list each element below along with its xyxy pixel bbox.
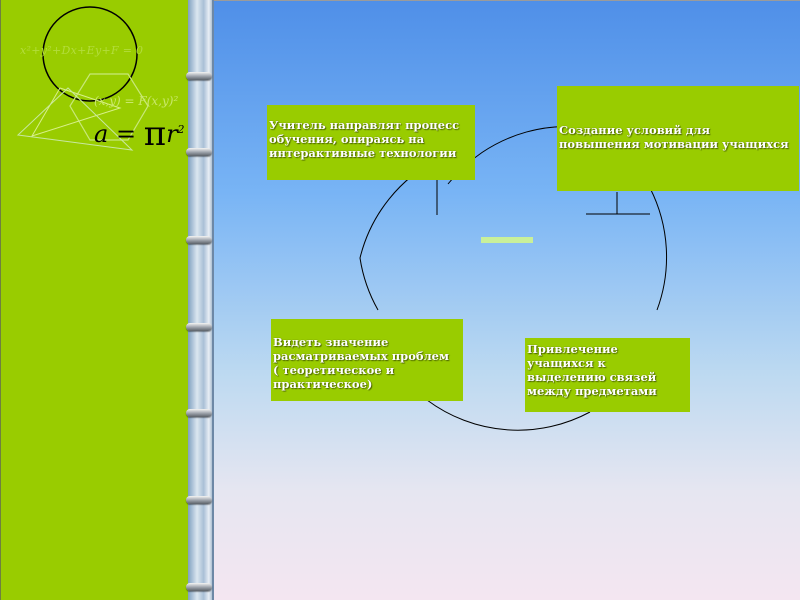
box-connections: Привлечение учащихся к выделению связей … bbox=[525, 338, 690, 412]
binder-ring bbox=[186, 72, 212, 80]
area-r: r bbox=[166, 120, 178, 148]
binder-ring bbox=[186, 323, 212, 331]
spine-edge bbox=[212, 0, 214, 600]
cycle-arc-right bbox=[649, 187, 668, 311]
decor-triangle-1 bbox=[30, 87, 122, 137]
formula-small: (x,y) = F(x,y)² bbox=[94, 94, 179, 108]
formula-top: x²+y²+Dx+Ey+F = 0 bbox=[20, 44, 144, 57]
pi-symbol: π bbox=[143, 114, 167, 154]
box-motivation-text: Создание условий для повышения мотивации… bbox=[559, 123, 789, 151]
center-dash bbox=[481, 237, 533, 243]
binder-ring bbox=[186, 148, 212, 156]
decor-hexagon bbox=[69, 73, 149, 141]
binder-ring bbox=[186, 236, 212, 244]
box-teacher-text: Учитель направлят процесс обучения, опир… bbox=[269, 118, 460, 160]
area-exponent: 2 bbox=[177, 123, 185, 136]
box-teacher: Учитель направлят процесс обучения, опир… bbox=[267, 105, 475, 180]
geometry-decoration bbox=[16, 6, 149, 151]
binder-ring bbox=[186, 409, 212, 417]
area-eq: = bbox=[115, 120, 137, 148]
decor-circle bbox=[42, 6, 138, 102]
left-green-panel bbox=[0, 0, 188, 600]
top-border bbox=[0, 0, 800, 1]
area-lhs: a bbox=[94, 120, 109, 148]
binder-ring bbox=[186, 496, 212, 504]
cycle-arc-bottom bbox=[426, 399, 591, 431]
area-formula: a = πr2 bbox=[94, 114, 185, 154]
box-connections-text: Привлечение учащихся к выделению связей … bbox=[527, 342, 657, 398]
box-significance-text: Видеть значение расматриваемых проблем (… bbox=[273, 335, 449, 391]
decor-triangle-2 bbox=[16, 87, 134, 151]
box-significance: Видеть значение расматриваемых проблем (… bbox=[271, 319, 463, 401]
box-motivation: Создание условий для повышения мотивации… bbox=[557, 86, 799, 191]
cycle-arc-left bbox=[359, 157, 441, 311]
binder-ring bbox=[186, 583, 212, 591]
